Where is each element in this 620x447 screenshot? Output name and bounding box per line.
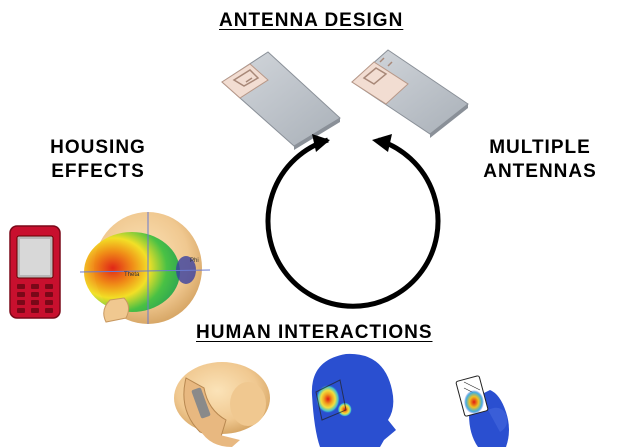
- head-sar-map-icon: [310, 353, 396, 447]
- head-radiation-pattern-icon: Theta Phi: [79, 212, 211, 324]
- label-multiple-antennas: MULTIPLE ANTENNAS: [470, 136, 610, 184]
- antenna-pcb-multiple-icon: [351, 49, 469, 138]
- hand-with-phone-sar-icon: [455, 375, 509, 447]
- label-housing-line1: HOUSING: [50, 137, 146, 158]
- label-antenna-design: ANTENNA DESIGN: [219, 10, 404, 31]
- label-human-interactions: HUMAN INTERACTIONS: [196, 322, 433, 343]
- svg-text:Phi: Phi: [190, 258, 199, 264]
- label-housing-effects: HOUSING EFFECTS: [38, 136, 158, 184]
- label-multiple-line2: ANTENNAS: [483, 161, 597, 182]
- antenna-pcb-icon: [221, 51, 341, 150]
- label-multiple-line1: MULTIPLE: [489, 137, 591, 158]
- mobile-phone-icon: [9, 225, 61, 319]
- head-with-phone-icon: [174, 362, 270, 447]
- cycle-arrow-icon: [265, 134, 441, 309]
- label-housing-line2: EFFECTS: [51, 161, 145, 182]
- svg-text:Theta: Theta: [124, 272, 140, 278]
